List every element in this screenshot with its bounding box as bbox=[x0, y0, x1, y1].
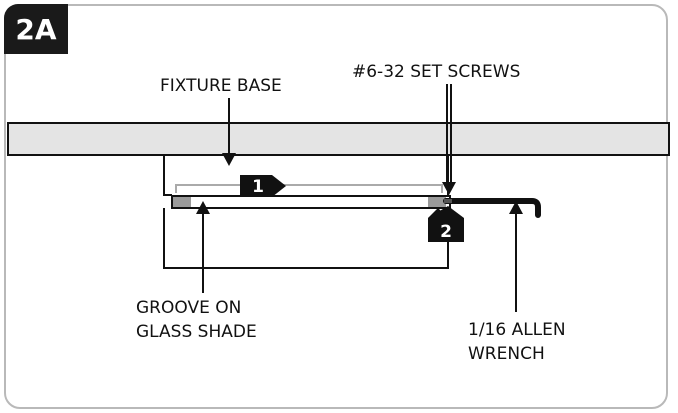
glass-shade-body bbox=[163, 208, 449, 269]
fixture-base-arrowhead bbox=[222, 153, 236, 166]
fixture-base-label: FIXTURE BASE bbox=[160, 76, 282, 96]
set-screws-label: #6-32 SET SCREWS bbox=[352, 62, 521, 82]
set-screws-arrowhead bbox=[442, 182, 456, 195]
set-screw-right bbox=[428, 197, 446, 207]
step-badge: 2A bbox=[4, 4, 68, 54]
allen-wrench-arrowhead bbox=[509, 201, 523, 214]
step-marker-1 bbox=[240, 175, 286, 197]
panel-frame bbox=[4, 4, 668, 409]
step-marker-1-label: 1 bbox=[252, 177, 264, 197]
allen-wrench-label-line2: WRENCH bbox=[468, 344, 545, 364]
allen-wrench-label-line1: 1/16 ALLEN bbox=[468, 320, 566, 340]
allen-wrench bbox=[443, 198, 541, 218]
groove-arrowhead bbox=[196, 201, 210, 214]
groove-left bbox=[173, 197, 191, 207]
ceiling-band bbox=[7, 122, 670, 156]
fixture-base-lip bbox=[175, 184, 443, 193]
groove-label-line1: GROOVE ON bbox=[136, 298, 242, 318]
glass-shade-rim bbox=[171, 195, 451, 209]
groove-label-line2: GLASS SHADE bbox=[136, 322, 257, 342]
step-marker-2-label: 2 bbox=[440, 222, 452, 242]
fixture-base bbox=[163, 155, 449, 196]
